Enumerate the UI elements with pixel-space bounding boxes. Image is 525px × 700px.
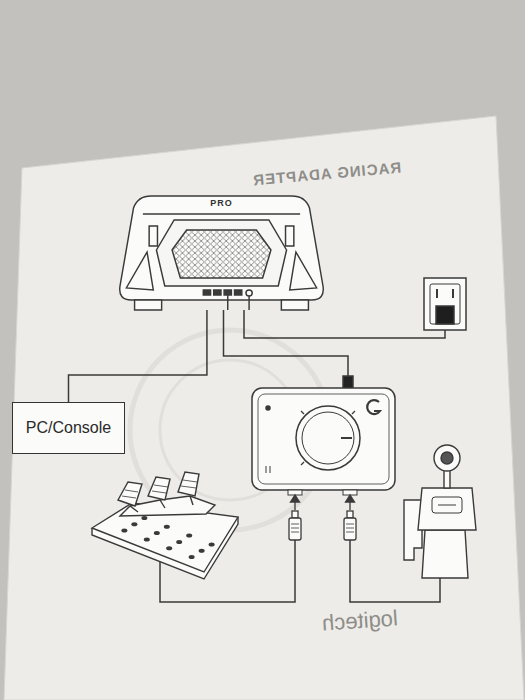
racing-adapter bbox=[266, 406, 270, 410]
wheel-part bbox=[126, 252, 153, 290]
wheel-base: PRO bbox=[120, 190, 323, 310]
racing-adapter bbox=[343, 376, 353, 389]
wheel-part bbox=[143, 213, 300, 214]
usb-plug bbox=[291, 495, 300, 502]
gear-shifter bbox=[434, 445, 460, 471]
wheel-part bbox=[235, 290, 242, 295]
racing-adapter bbox=[302, 412, 354, 464]
usb-plug bbox=[291, 524, 299, 525]
racing-adapter bbox=[296, 406, 360, 470]
gear-shifter bbox=[418, 488, 476, 530]
device-box: PC/Console bbox=[12, 402, 125, 454]
usb-plug bbox=[347, 511, 353, 518]
racing-adapter bbox=[367, 400, 380, 414]
wheel-part bbox=[248, 296, 249, 310]
racing-adapter bbox=[266, 466, 267, 473]
pedal-set bbox=[154, 531, 160, 535]
pedal-set bbox=[122, 496, 136, 498]
usb-plug bbox=[346, 495, 355, 502]
power-outlet bbox=[424, 278, 466, 330]
pedal-set bbox=[122, 480, 197, 498]
pedal-set bbox=[141, 516, 147, 520]
cable-connector bbox=[69, 310, 207, 402]
pedal-set bbox=[121, 529, 127, 533]
wheel-part bbox=[224, 290, 231, 295]
usb-plug bbox=[289, 495, 356, 540]
wheel-part bbox=[172, 230, 271, 278]
usb-plug bbox=[291, 528, 299, 529]
gear-shifter bbox=[422, 530, 468, 578]
racing-adapter bbox=[352, 411, 355, 414]
gear-shifter bbox=[404, 445, 476, 578]
pedal-set bbox=[152, 491, 166, 493]
wire bbox=[224, 310, 349, 378]
wheel-part bbox=[149, 226, 157, 246]
gear-shifter bbox=[432, 497, 462, 513]
pedal-set bbox=[178, 472, 199, 496]
wheel-outline bbox=[120, 190, 323, 310]
show-through-logo: logitech bbox=[321, 607, 398, 634]
pedal-set bbox=[154, 485, 168, 487]
wheel-part bbox=[227, 295, 228, 310]
power-outlet bbox=[436, 306, 454, 324]
pedal-set bbox=[144, 537, 150, 541]
usb-plug bbox=[346, 532, 354, 533]
device-label: PC/Console bbox=[26, 418, 111, 437]
usb-plug bbox=[346, 528, 354, 529]
power-outlet bbox=[436, 289, 438, 298]
pedal-set bbox=[160, 500, 165, 508]
pedal-set bbox=[121, 516, 214, 559]
wheel-part bbox=[203, 290, 210, 295]
pedal-set bbox=[130, 506, 138, 512]
wheel-part bbox=[281, 300, 308, 310]
wheel-part bbox=[286, 226, 294, 246]
gear-shifter bbox=[444, 470, 450, 488]
pedal-set bbox=[164, 525, 170, 529]
gear-shifter bbox=[441, 452, 453, 464]
racing-adapter bbox=[270, 466, 271, 473]
racing-adapter bbox=[252, 388, 395, 490]
usb-plug bbox=[344, 518, 356, 540]
power-outlet bbox=[452, 289, 454, 298]
wheel-part bbox=[246, 290, 252, 296]
racing-adapter bbox=[258, 394, 389, 484]
racing-adapter bbox=[341, 437, 352, 439]
wheel-part bbox=[156, 220, 286, 286]
pedal-set bbox=[166, 546, 172, 550]
pedal-set bbox=[183, 480, 197, 482]
model-badge: PRO bbox=[120, 199, 323, 208]
pedal-set bbox=[118, 482, 142, 506]
wheel-part bbox=[120, 196, 324, 300]
usb-plug bbox=[292, 511, 298, 518]
paper-sheet bbox=[4, 116, 524, 700]
usb-plug bbox=[346, 524, 354, 525]
power-outlet bbox=[424, 278, 466, 330]
pedal-set bbox=[186, 534, 192, 538]
power-outlet bbox=[430, 284, 460, 324]
wheel-part bbox=[290, 252, 317, 290]
usb-plug bbox=[291, 532, 299, 533]
pedal-set bbox=[125, 490, 138, 492]
pedal-set bbox=[189, 555, 195, 559]
racing-adapter bbox=[301, 462, 304, 465]
pedal-set bbox=[148, 477, 170, 500]
gear-shifter bbox=[438, 505, 456, 506]
wire bbox=[244, 310, 445, 338]
racing-adapter bbox=[252, 376, 395, 495]
racing-adapter bbox=[301, 411, 304, 414]
pedal-set bbox=[181, 486, 196, 488]
pedal-set bbox=[92, 472, 238, 579]
pedal-set bbox=[190, 496, 193, 505]
pedal-set bbox=[176, 540, 182, 544]
usb-plug bbox=[289, 518, 301, 540]
pedal-set bbox=[199, 549, 205, 553]
wheel-part bbox=[135, 300, 162, 310]
pedal-set bbox=[131, 522, 137, 526]
pedal-set bbox=[209, 542, 215, 546]
wheel-part bbox=[214, 290, 221, 295]
